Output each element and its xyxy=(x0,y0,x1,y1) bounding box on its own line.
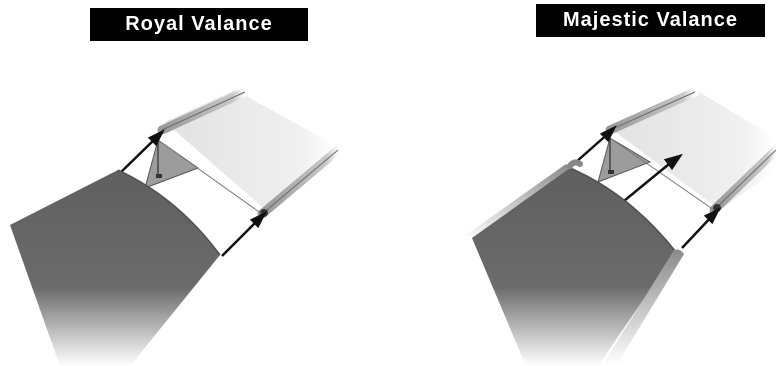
attach-arrow-bottom xyxy=(682,210,718,248)
royal-valance-illustration xyxy=(0,70,390,366)
royal-valance-title: Royal Valance xyxy=(90,8,308,41)
majestic-valance-title: Majestic Valance xyxy=(536,4,765,37)
valance-bracket xyxy=(145,140,198,188)
majestic-valance-illustration xyxy=(430,70,776,366)
attach-arrow-bottom xyxy=(222,214,264,256)
blind-panel xyxy=(165,90,335,212)
